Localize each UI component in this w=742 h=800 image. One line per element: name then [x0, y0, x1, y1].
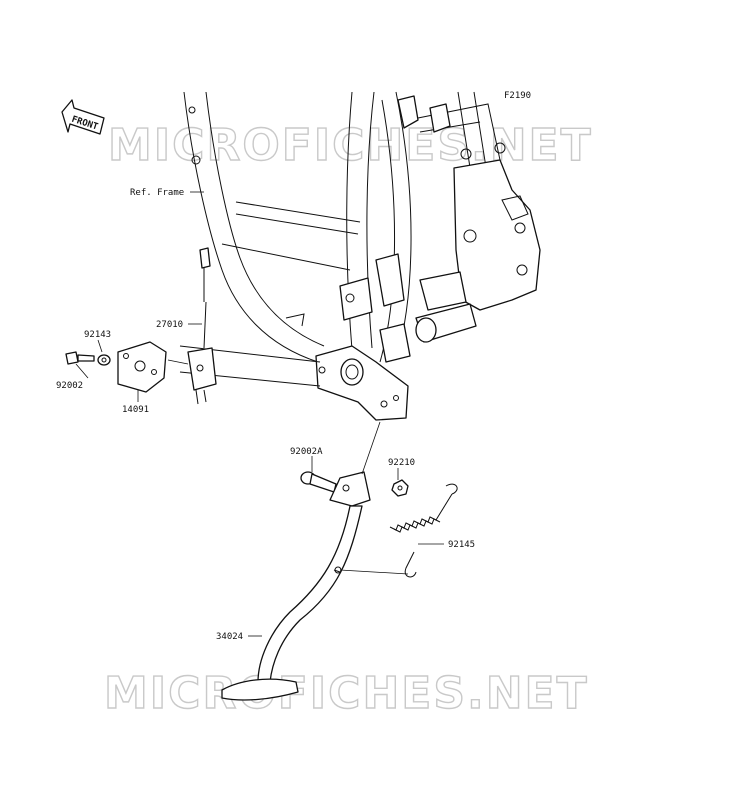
label-92143: 92143 — [84, 330, 111, 340]
watermark-bottom: MICROFICHES.NET — [104, 668, 589, 719]
label-92002: 92002 — [56, 381, 83, 391]
label-92002a: 92002A — [290, 447, 323, 457]
label-14091: 14091 — [122, 405, 149, 415]
label-ref-frame: Ref. Frame — [130, 188, 184, 198]
bolt-92002 — [65, 351, 95, 365]
label-27010: 27010 — [156, 320, 183, 330]
frame — [179, 91, 541, 421]
cover-14091 — [117, 341, 167, 393]
watermark-top: MICROFICHES.NET — [108, 120, 593, 171]
label-92145: 92145 — [448, 540, 475, 550]
leader-lines — [75, 191, 444, 637]
label-92210: 92210 — [388, 458, 415, 468]
bolt-92002a — [300, 471, 337, 493]
spring-92145 — [334, 483, 458, 578]
nut-92210 — [391, 479, 409, 497]
side-stand-switch — [187, 247, 217, 405]
washer-92143 — [97, 354, 111, 366]
side-stand-34024 — [221, 471, 371, 701]
front-arrow-icon: FRONT — [61, 99, 105, 135]
diagram-code: F2190 — [504, 91, 531, 101]
label-34024: 34024 — [216, 632, 243, 642]
